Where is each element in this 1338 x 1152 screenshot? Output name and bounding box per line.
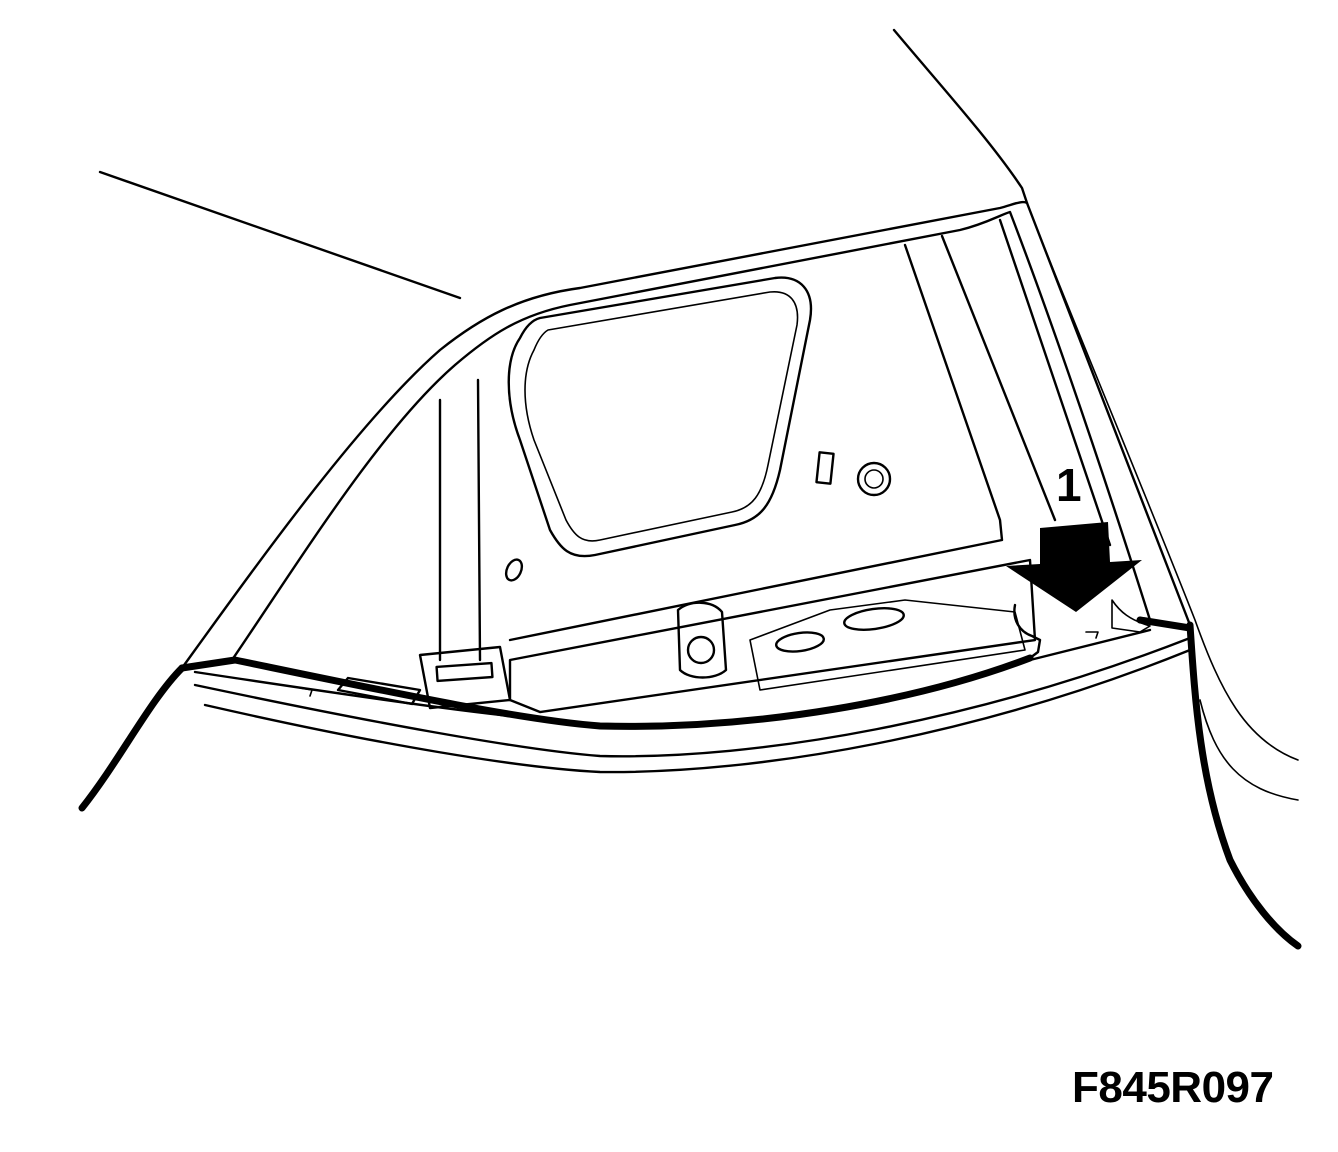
- access-opening-inner: [524, 291, 799, 542]
- stud-bolt: [686, 635, 716, 665]
- seal-strip-right: [1136, 616, 1194, 632]
- rail-ticks: [299, 631, 1099, 697]
- grommet-outer: [856, 461, 892, 497]
- sill-rail-bottom: [203, 648, 1192, 774]
- sill-rail-lower: [193, 636, 1192, 758]
- plate-slot-2: [843, 607, 905, 631]
- clip-bracket: [418, 645, 512, 710]
- roof-line-left: [98, 170, 462, 300]
- fastener-at-arrow: [1013, 603, 1042, 660]
- grommet-inner: [864, 469, 884, 489]
- seal-strip: [178, 654, 1034, 730]
- stud-bracket: [676, 601, 728, 679]
- quarter-panel-line-2: [1199, 699, 1299, 801]
- fastener-detail: [1111, 599, 1151, 633]
- trim-panel-outline: [438, 218, 1112, 662]
- small-slot: [815, 451, 835, 485]
- callout-label: 1: [1056, 459, 1082, 511]
- plate-slot-1: [775, 631, 825, 653]
- body-contour-upper: [892, 28, 1029, 205]
- body-contour-right: [1186, 621, 1302, 950]
- opening-frame-outer: [180, 200, 1192, 670]
- opening-frame-inner: [230, 210, 1152, 662]
- access-opening: [507, 276, 813, 558]
- rail-clip-left: [336, 676, 422, 706]
- body-contour-left: [78, 664, 186, 812]
- lower-shelf: [508, 558, 1037, 714]
- clip-slot: [435, 661, 494, 683]
- figure-id: F845R097: [1072, 1063, 1274, 1112]
- quarter-panel-line-1: [1026, 202, 1299, 761]
- small-hole: [504, 558, 524, 582]
- down-arrow-icon: [1006, 522, 1142, 612]
